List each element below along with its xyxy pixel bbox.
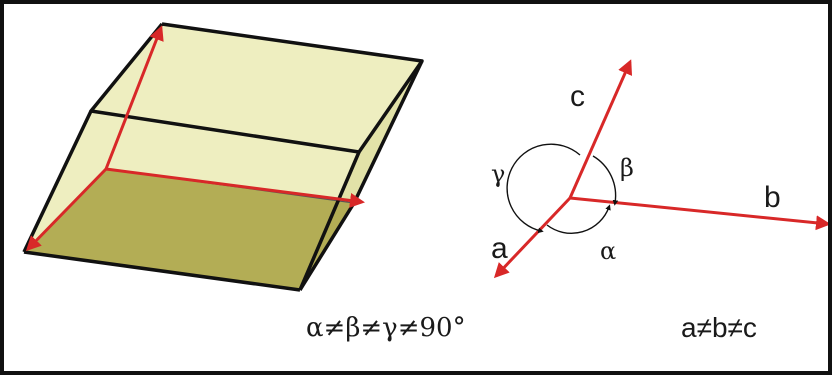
cell-top-face — [91, 24, 422, 152]
cell-vector-b — [105, 167, 365, 208]
axis-a-label: a — [491, 232, 508, 265]
unit-cell — [22, 22, 424, 292]
axis-diagram: c b a γ β α — [491, 59, 828, 279]
cell-bottom-face — [24, 169, 354, 290]
axis-b-arrow — [569, 196, 828, 231]
cell-edge — [298, 202, 356, 291]
angle-alpha-arc — [546, 204, 611, 234]
angle-beta-label: β — [620, 154, 634, 182]
axis-a-arrow — [493, 196, 572, 279]
axis-c-label: c — [570, 80, 585, 113]
angle-gamma-label: γ — [491, 160, 505, 188]
cell-vector-c — [104, 25, 164, 170]
angle-alpha-label: α — [600, 237, 616, 265]
cell-edge — [22, 110, 93, 253]
axis-b-label: b — [764, 181, 781, 214]
angle-gamma-arc — [506, 143, 581, 234]
cell-edge — [23, 250, 301, 292]
angle-beta-arc — [592, 155, 619, 206]
angle-condition-text: α≠β≠γ≠90° — [306, 313, 466, 343]
triclinic-lattice-diagram: c b a γ β α α≠β≠γ≠90° a≠b≠c — [22, 22, 828, 343]
cell-edge — [352, 60, 424, 204]
axis-c-arrow — [568, 59, 633, 199]
cell-edge — [298, 151, 361, 291]
length-condition-text: a≠b≠c — [681, 312, 757, 343]
cell-vector-a — [25, 167, 108, 252]
